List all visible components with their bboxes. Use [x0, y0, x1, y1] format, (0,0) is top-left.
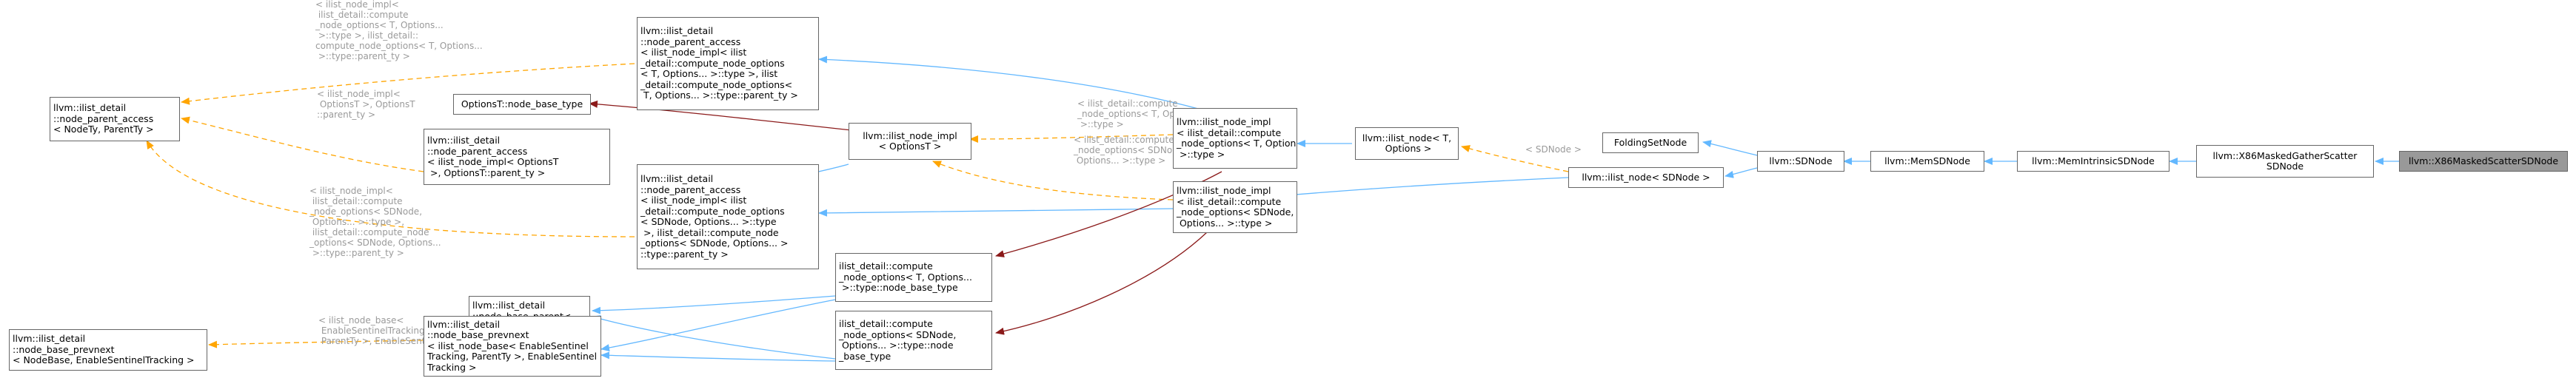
edge-impl-SD-to-compute-SD [995, 232, 1208, 335]
edge-compute-SD-to-nbp-inst [600, 351, 836, 362]
node-ilist-node-SD[interactable]: llvm::ilist_node< SDNode > [1568, 167, 1724, 188]
node-sdnode[interactable]: llvm::SDNode [1757, 151, 1844, 172]
edge-npa-optionst-to-nodeparentaccess [181, 116, 424, 172]
edge-label-line: _options< SDNode, Options... [309, 237, 441, 248]
edge-ilist-node-SD-to-ilist-node-T [1461, 145, 1569, 172]
node-npa-top[interactable]: llvm::ilist_detail ::node_parent_access … [637, 17, 819, 110]
node-ilist-node-impl[interactable]: llvm::ilist_node_impl < OptionsT > [849, 123, 971, 160]
edge-npa-top-to-nodeparentaccess [181, 63, 635, 105]
edge-label-line: < SDNode > [1525, 144, 1582, 155]
node-ilist-node-T[interactable]: llvm::ilist_node< T, Options > [1355, 127, 1459, 160]
edge-impl-T-to-npa-top [818, 55, 1202, 110]
node-impl-SD[interactable]: llvm::ilist_node_impl < ilist_detail::co… [1173, 181, 1297, 233]
edge-label-line: EnableSentinelTracking, [318, 326, 427, 336]
edge-label-line: >::type::parent_ty > [315, 51, 410, 61]
edge-label-line: _node_options< T, Options... [315, 20, 444, 30]
edge-label-1: < ilist_node_impl< ilist_detail::compute… [315, 0, 483, 61]
edge-impl-SD-to-ilist-node-impl [932, 161, 1174, 200]
edge-impl-T-to-ilist-node-impl [969, 134, 1174, 143]
edge-label-line: _node_options< SDNode, [1073, 145, 1186, 155]
edge-label-5: < ilist_detail::compute_node_options< SD… [1073, 135, 1186, 166]
node-folding-set-node[interactable]: FoldingSetNode [1602, 132, 1699, 153]
edge-compute-T-to-nbp-inst [600, 299, 836, 352]
edge-label-line: ilist_detail::compute [310, 196, 403, 206]
edge-compute-T-to-nodebaseparent [592, 295, 836, 314]
edge-label-line: ::parent_ty > [317, 109, 375, 120]
node-memsdnode[interactable]: llvm::MemSDNode [1870, 151, 1984, 172]
edge-ilist-node-impl-to-optionst [589, 100, 892, 135]
edge-label-line: >::type > [1077, 119, 1124, 129]
edge-ilist-node-SD-to-impl-SD [1251, 177, 1569, 202]
edge-label-line: ilist_detail::compute [315, 10, 409, 20]
node-mem-intrinsic-sdnode[interactable]: llvm::MemIntrinsicSDNode [2017, 151, 2169, 172]
node-impl-T[interactable]: llvm::ilist_node_impl < ilist_detail::co… [1173, 108, 1297, 169]
edge-label-line: Options... >::type >, [310, 217, 404, 227]
node-node-base-prevnext[interactable]: llvm::ilist_detail ::node_base_prevnext … [9, 329, 207, 371]
edge-label-line: < ilist_node_impl< [317, 89, 401, 99]
edge-label-line: < ilist_detail::compute [1077, 98, 1178, 109]
edge-label-line: < ilist_node_impl< [315, 0, 399, 10]
node-nbp-instantiated[interactable]: llvm::ilist_detail ::node_base_prevnext … [424, 316, 601, 377]
node-npa-sdnode[interactable]: llvm::ilist_detail ::node_parent_access … [637, 164, 819, 269]
edge-npa-sdnode-to-nodeparentaccess [146, 140, 635, 237]
edge-label-line: < ilist_detail::compute [1074, 135, 1174, 145]
node-npa-optionst[interactable]: llvm::ilist_detail ::node_parent_access … [424, 129, 610, 185]
node-compute-SD[interactable]: ilist_detail::compute _node_options< SDN… [835, 311, 992, 370]
edge-label-line: >::type >, ilist_detail:: [315, 30, 418, 41]
edge-sdnode-to-ilist-node-SD [1724, 167, 1758, 178]
edge-label-line: Options... >::type > [1074, 155, 1165, 166]
node-node-parent-access[interactable]: llvm::ilist_detail ::node_parent_access … [50, 97, 180, 141]
node-optionst-node-base-type[interactable]: OptionsT::node_base_type [453, 94, 591, 115]
node-x86-masked-scatter-sdnode[interactable]: llvm::X86MaskedScatterSDNode [2399, 151, 2568, 172]
edge-label-line: _node_options< SDNode, [309, 206, 422, 217]
edge-label-line: >::type::parent_ty > [310, 248, 404, 258]
edge-label-3: < ilist_node_impl< ilist_detail::compute… [309, 186, 441, 258]
edge-label-line: compute_node_options< T, Options... [315, 41, 483, 51]
node-x86-masked-gather-scatter[interactable]: llvm::X86MaskedGatherScatter SDNode [2196, 145, 2374, 178]
node-compute-T[interactable]: ilist_detail::compute _node_options< T, … [835, 253, 992, 302]
edge-label-line: OptionsT >, OptionsT [317, 99, 415, 109]
edge-label-2: < ilist_node_impl< OptionsT >, OptionsT:… [317, 89, 415, 120]
edge-label-line: < ilist_node_base< [318, 315, 404, 326]
edge-label-6: < SDNode > [1525, 144, 1582, 155]
edge-label-line: < ilist_node_impl< [310, 186, 393, 196]
edge-compute-SD-to-nodebaseparent [592, 315, 836, 360]
edge-label-line: ilist_detail::compute_node [310, 227, 429, 237]
edge-impl-SD-to-npa-sdnode [818, 208, 1174, 217]
